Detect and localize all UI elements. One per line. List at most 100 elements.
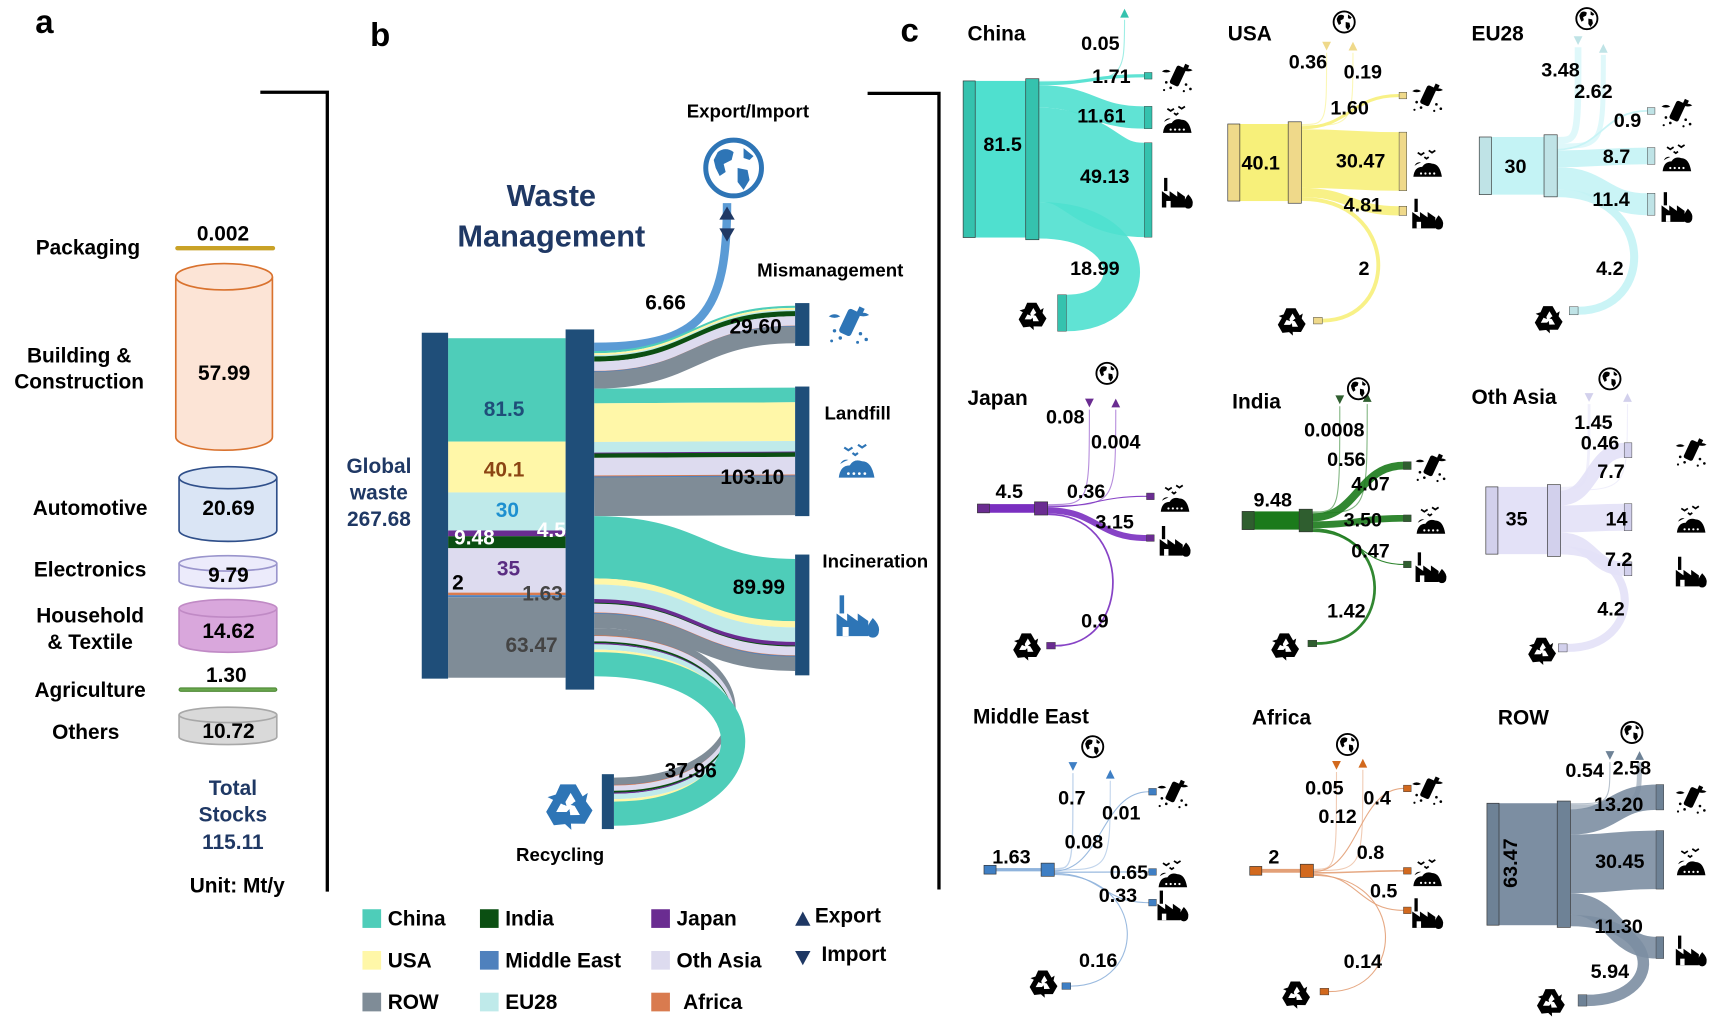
landfill-icon <box>1676 847 1707 877</box>
destination-flows <box>593 203 796 826</box>
source-node <box>962 80 976 238</box>
landfill-value: 30.45 <box>1595 851 1644 873</box>
region-title: Africa <box>1252 707 1312 730</box>
source-band-india <box>448 536 566 549</box>
export-value: 2.58 <box>1613 758 1651 780</box>
mismanagement-flow-usa <box>594 307 796 356</box>
landfill-value: 0.65 <box>1110 862 1148 884</box>
source-value-row: 63.47 <box>505 634 557 657</box>
recycling-value: 18.99 <box>1070 258 1119 280</box>
region-title: ROW <box>1498 707 1549 730</box>
landfill-label: Landfill <box>825 402 891 423</box>
total-stocks-value: 115.11 <box>202 831 264 854</box>
landfill-value: 0.36 <box>1067 481 1105 503</box>
landfill-flow <box>1312 514 1404 529</box>
total-flow <box>1253 511 1300 530</box>
global-waste-line-2: waste <box>349 482 408 505</box>
incineration-flow-oth-asia <box>594 603 796 656</box>
landfill-flow-china <box>594 387 796 404</box>
incineration-node <box>1144 142 1153 238</box>
recycling-value: 2 <box>1358 258 1369 280</box>
landfill-flow-japan <box>594 451 796 454</box>
legend-label: China <box>388 908 446 931</box>
export-arrow-icon <box>1358 758 1368 768</box>
region-title: EU28 <box>1472 23 1524 46</box>
incineration-flow <box>1556 167 1648 216</box>
landfill-value: 0.8 <box>1357 842 1384 864</box>
recycling-node <box>1569 306 1579 316</box>
incineration-node <box>1647 193 1656 216</box>
recycling-flow <box>1054 873 1128 987</box>
recycle-icon <box>1026 970 1060 1000</box>
incineration-factory-icon <box>1675 935 1707 967</box>
legend-export-label: Export <box>815 904 881 927</box>
landfill-value: 30.47 <box>1336 150 1385 172</box>
recycling-flow <box>1560 546 1629 652</box>
export-triangle-icon <box>795 911 811 926</box>
landfill-flow <box>1557 147 1648 168</box>
import-arrow-icon <box>1335 395 1345 405</box>
import-value: 3.48 <box>1541 59 1579 81</box>
import-arrow-icon <box>1068 762 1078 771</box>
source-value-india: 9.48 <box>454 527 495 550</box>
landfill-icon <box>1676 505 1707 534</box>
recycle-icon <box>541 784 596 833</box>
recycle-icon <box>1525 637 1559 667</box>
recycling-label: Recycling <box>516 844 604 865</box>
landfill-flow <box>1313 870 1404 874</box>
import-value: 1.45 <box>1574 412 1612 434</box>
source-value-africa: 2 <box>452 572 464 595</box>
incineration-factory-icon <box>1412 898 1444 930</box>
mismanagement-value: 0.4 <box>1363 787 1390 809</box>
landfill-node <box>1148 868 1157 876</box>
legend-label: Japan <box>677 908 737 931</box>
landfill-flow <box>1301 129 1400 191</box>
globe-icon <box>1620 720 1644 744</box>
import-flow <box>1313 771 1338 870</box>
source-band-oth-asia <box>448 548 566 593</box>
total-stocks-line-1: Total <box>209 777 257 800</box>
region-total-value: 63.47 <box>1500 838 1522 887</box>
source-value-oth-asia: 35 <box>497 557 521 580</box>
mismanagement-value: 0.9 <box>1614 110 1641 132</box>
waste-management-title-line-2: Management <box>457 219 645 254</box>
recycling-node <box>601 774 614 830</box>
legend-item-oth-asia: Oth Asia <box>651 949 762 972</box>
incineration-flow-japan <box>594 598 796 646</box>
mismanagement-flow-india <box>594 311 796 362</box>
export-arrow-icon <box>1111 398 1121 408</box>
recycling-value: 0.16 <box>1079 950 1117 972</box>
export-arrow-icon <box>1362 393 1372 402</box>
source-node <box>1249 866 1263 876</box>
source-value-japan: 4.5 <box>537 519 566 542</box>
incineration-node <box>795 554 810 676</box>
mismanagement-icon <box>1161 63 1193 93</box>
recycling-value: 0.9 <box>1081 611 1108 633</box>
import-arrow-icon <box>1322 41 1331 51</box>
mismanagement-flow <box>1557 110 1648 151</box>
incineration-node <box>1403 560 1412 568</box>
incineration-factory-icon <box>1159 526 1191 557</box>
recycling-node <box>1577 994 1588 1007</box>
sector-value: 57.99 <box>198 362 250 385</box>
mismanagement-flow <box>1569 784 1657 835</box>
landfill-flow <box>1047 495 1147 508</box>
landfill-icon <box>1159 484 1191 513</box>
sector-cylinder-top <box>178 706 278 724</box>
incineration-flow-row <box>594 613 796 671</box>
import-flow <box>1557 47 1582 144</box>
panel-c-label: c <box>901 12 919 49</box>
landfill-node <box>1655 830 1664 890</box>
mismanagement-flow <box>1313 787 1404 873</box>
legend-item-japan: Japan <box>651 908 737 931</box>
region-title: China <box>968 23 1026 46</box>
management-node <box>1298 508 1313 533</box>
